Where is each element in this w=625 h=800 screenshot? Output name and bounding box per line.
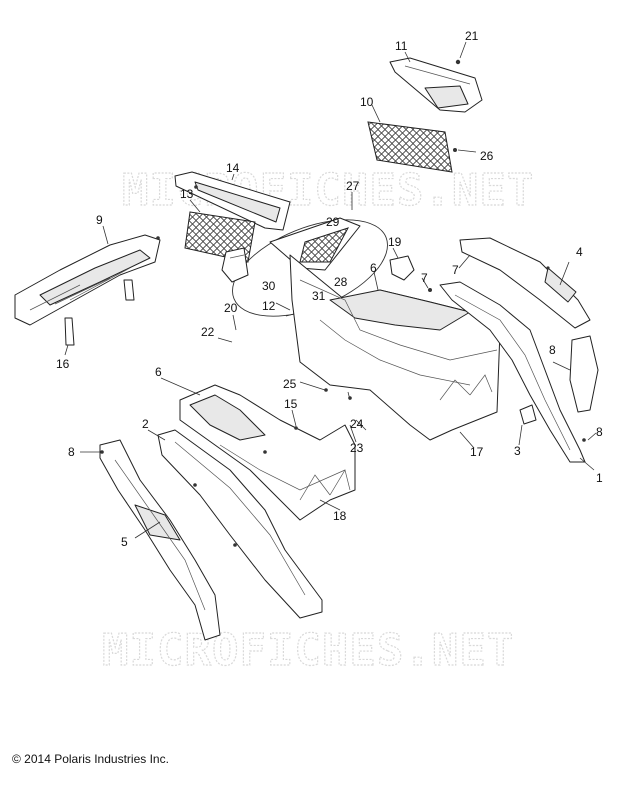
callout-17: 17 [470, 445, 484, 459]
callout-29: 29 [326, 215, 340, 229]
callout-9: 9 [96, 213, 103, 227]
part-11-upper-panel [389, 57, 483, 113]
callout-2: 2 [142, 417, 149, 431]
copyright-notice: © 2014 Polaris Industries Inc. [12, 752, 169, 766]
watermark-bottom: MICROFICHES.NET [102, 625, 514, 676]
callout-6a: 6 [155, 365, 162, 379]
part-8-right-panel [569, 335, 599, 413]
callout-10: 10 [360, 95, 374, 109]
part-18-front-tub [179, 384, 356, 521]
part-20-22-bracket [221, 247, 249, 283]
callout-labels: 1 2 3 4 5 6 6 7 7 8 8 8 9 10 11 12 13 14… [56, 29, 603, 549]
callout-31: 31 [312, 289, 326, 303]
callout-15: 15 [284, 397, 298, 411]
callout-21: 21 [465, 29, 479, 43]
callout-1: 1 [596, 471, 603, 485]
callout-12: 12 [262, 299, 276, 313]
part-7-fastener [428, 288, 432, 292]
callout-19: 19 [388, 235, 402, 249]
part-17-rear-tub [289, 254, 501, 441]
callout-7a: 7 [452, 263, 459, 277]
leader-lines [64, 41, 597, 539]
callout-22: 22 [201, 325, 215, 339]
callout-3: 3 [514, 444, 521, 458]
callout-11: 11 [395, 39, 408, 53]
callout-25: 25 [283, 377, 297, 391]
part-19-bracket [389, 255, 415, 281]
callout-13: 13 [180, 187, 194, 201]
callout-14: 14 [226, 161, 240, 175]
part-1-rear-panel [439, 281, 586, 463]
callout-28: 28 [334, 275, 348, 289]
callout-5: 5 [121, 535, 128, 549]
callout-8c: 8 [596, 425, 603, 439]
part-5-side-panel [99, 439, 221, 641]
part-10-mesh-screen [367, 121, 453, 173]
callout-27: 27 [346, 179, 360, 193]
part-26-fastener [453, 148, 457, 152]
callout-30: 30 [262, 279, 276, 293]
part-9-dash [14, 234, 161, 346]
callout-8a: 8 [68, 445, 75, 459]
part-2-rocker-panel [157, 429, 323, 619]
callout-6b: 6 [370, 261, 377, 275]
callout-8b: 8 [549, 343, 556, 357]
part-21-fastener [455, 59, 461, 65]
callout-16: 16 [56, 357, 70, 371]
part-14-vent [174, 171, 291, 231]
part-4-right-panel [459, 237, 591, 329]
part-8-fastener [582, 438, 586, 442]
callout-20: 20 [224, 301, 238, 315]
callout-24: 24 [350, 417, 364, 431]
callout-4: 4 [576, 245, 583, 259]
callout-23: 23 [350, 441, 364, 455]
callout-18: 18 [333, 509, 347, 523]
callout-7b: 7 [421, 271, 428, 285]
callout-26: 26 [480, 149, 494, 163]
